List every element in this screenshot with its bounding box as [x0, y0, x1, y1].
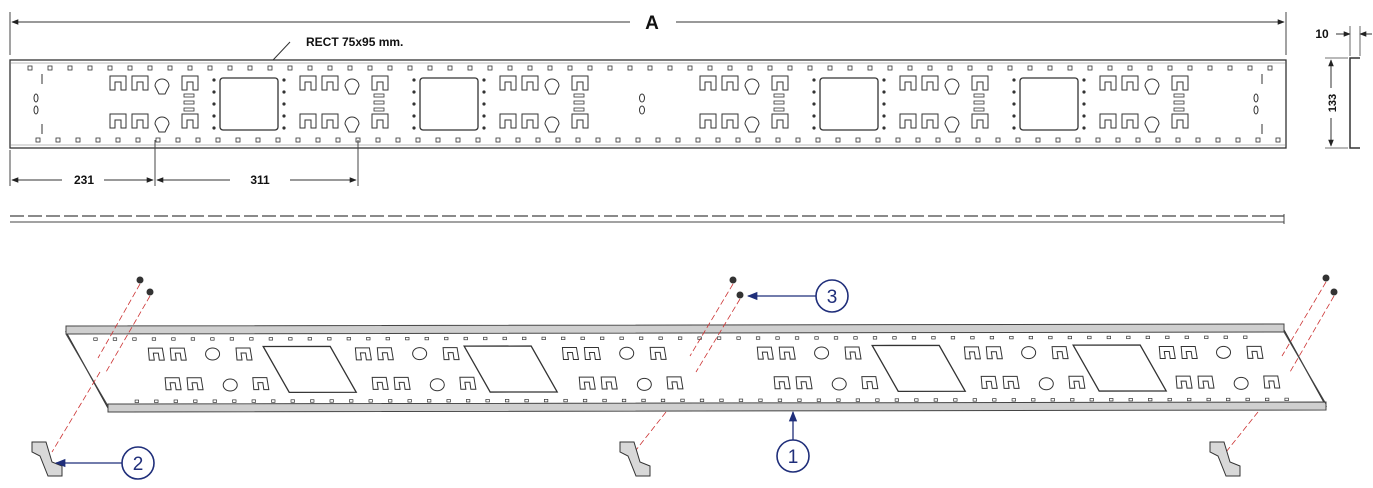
side-thickness-label: 10	[1315, 27, 1329, 41]
plate-hole-pattern	[27, 65, 1281, 143]
bracket-right	[1209, 411, 1259, 477]
callout-2: 2	[54, 446, 155, 480]
side-view: 10 133	[1315, 26, 1372, 149]
callout-1-label: 1	[788, 447, 799, 468]
callout-3: 3	[746, 279, 849, 313]
iso-plate	[64, 329, 1328, 409]
pitch-dimensions: 231 311	[9, 140, 359, 187]
overall-dimension: A	[9, 12, 1287, 55]
isometric-view	[31, 274, 1338, 477]
callout-1: 1	[776, 410, 810, 473]
iso-hole-pattern	[93, 335, 1289, 403]
edge-view	[10, 214, 1285, 224]
overall-dimension-label: A	[645, 13, 659, 34]
callout-2-label: 2	[133, 454, 144, 475]
side-height-label: 133	[1327, 94, 1339, 112]
callout-3-label: 3	[827, 287, 838, 308]
bracket-left	[31, 371, 101, 477]
screw-left	[97, 276, 154, 373]
top-view: A RECT 75x95 mm. 231 311	[9, 12, 1287, 187]
dimension-231-label: 231	[74, 173, 94, 187]
dimension-311-label: 311	[250, 173, 270, 187]
plate-outline	[9, 59, 1287, 149]
rect-size-label: RECT 75x95 mm.	[306, 35, 403, 49]
screw-right	[1281, 274, 1338, 373]
screw-middle	[689, 276, 744, 373]
bracket-middle	[619, 411, 667, 477]
